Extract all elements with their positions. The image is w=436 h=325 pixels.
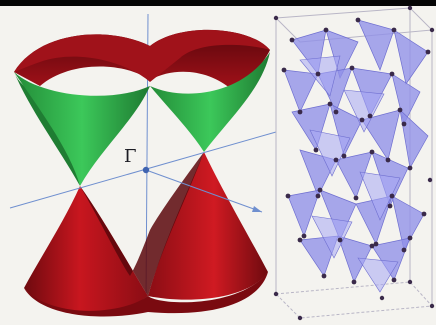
lower-left-cone (24, 186, 148, 313)
upper-right-cone-green (150, 52, 270, 152)
band-structure-panel: Γ (9, 13, 277, 317)
atoms (273, 5, 435, 321)
crystal-structure-panel (273, 5, 435, 321)
lower-right-cone (148, 152, 268, 300)
gamma-point (142, 166, 150, 174)
lower-cone-saddle (80, 152, 204, 296)
upper-left-cone-green (14, 72, 150, 186)
polyhedra (283, 19, 429, 283)
k-axis-arrowhead (252, 206, 262, 212)
polyhedra-back-faces (299, 55, 401, 293)
lower-cone-base (24, 272, 268, 317)
k-axis-x (145, 169, 263, 213)
top-black-bar (0, 0, 436, 6)
upper-cone-rim (14, 29, 270, 82)
gamma-label: Γ (124, 146, 137, 167)
upper-left-cone-edge (14, 72, 80, 186)
